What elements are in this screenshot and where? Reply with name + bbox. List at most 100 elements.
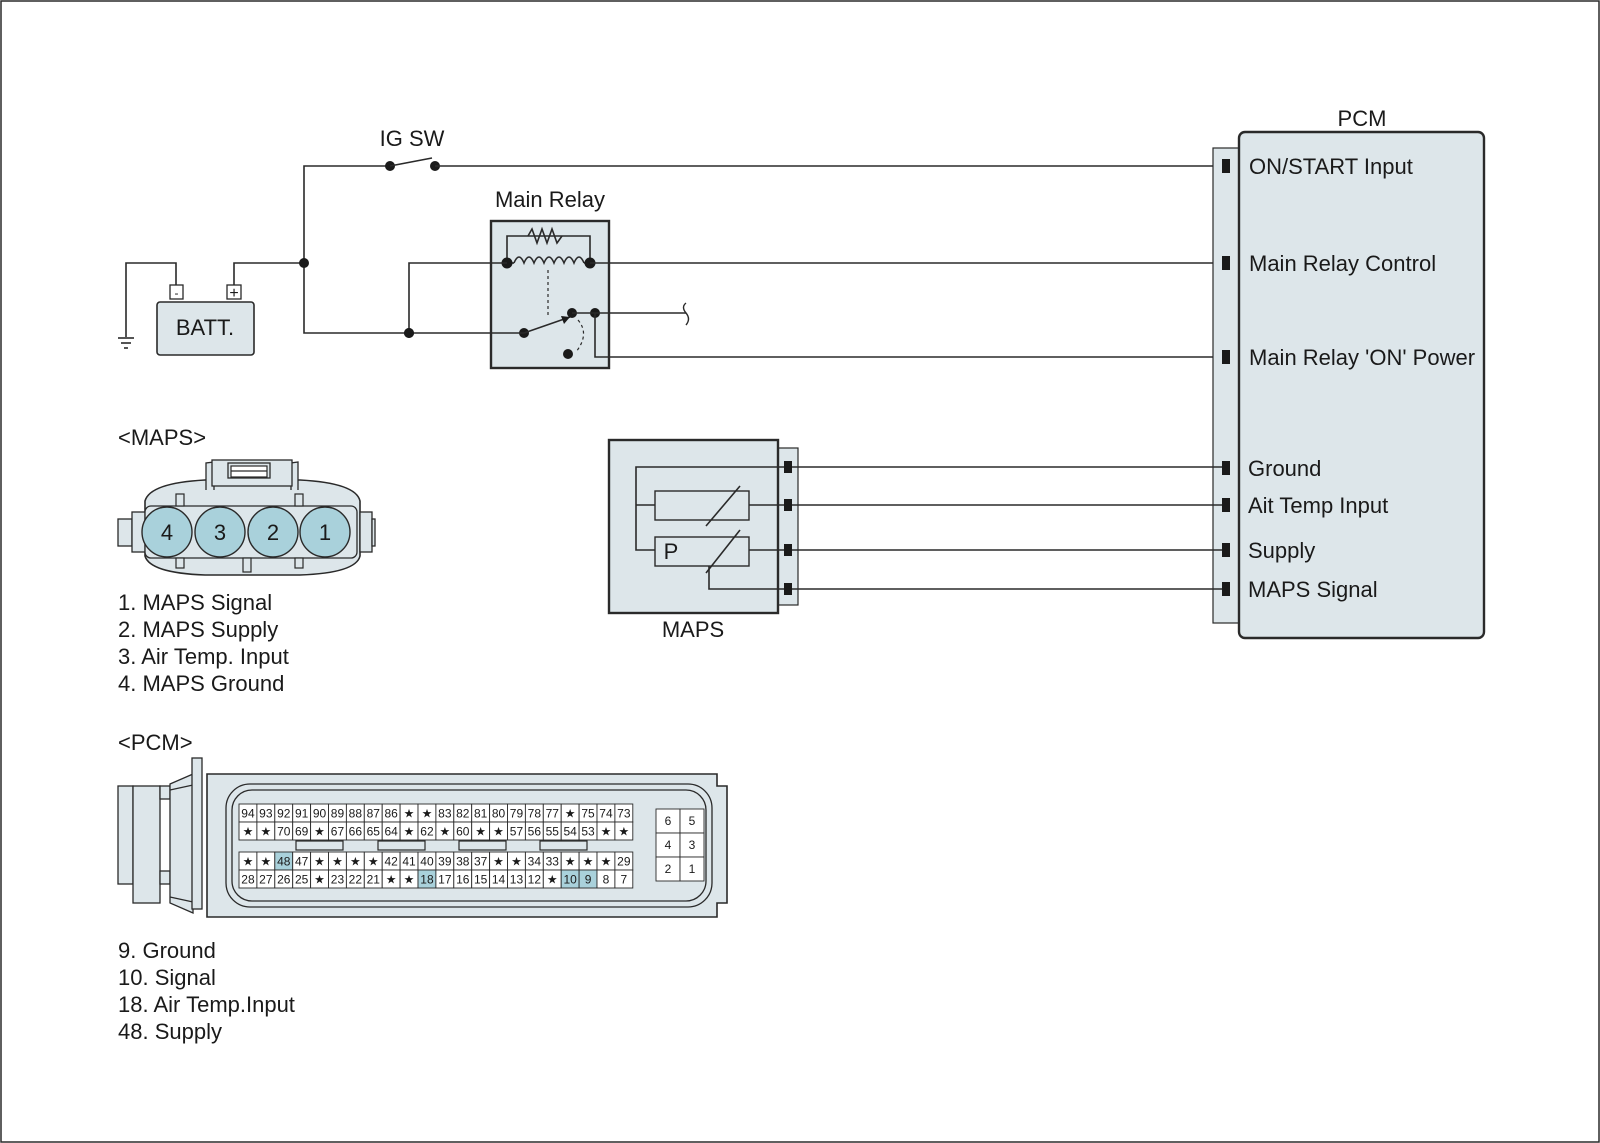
pcm-terminal-label: Ground bbox=[1248, 456, 1321, 481]
maps-legend-item: 2. MAPS Supply bbox=[118, 617, 278, 642]
pcm-pin-number: ★ bbox=[260, 825, 271, 839]
pcm-pin-number: 33 bbox=[546, 855, 560, 869]
pcm-pin-number: ★ bbox=[332, 855, 343, 869]
pcm-pin-number: 3 bbox=[689, 838, 696, 852]
pcm-pin-number: 6 bbox=[665, 814, 672, 828]
maps-p-label: P bbox=[664, 539, 679, 564]
pcm-pin-number: 82 bbox=[456, 807, 470, 821]
battery-label: BATT. bbox=[176, 315, 234, 340]
pcm-pin-number: 12 bbox=[528, 873, 542, 887]
pcm-legend-item: 48. Supply bbox=[118, 1019, 222, 1044]
pressure-sensor-element bbox=[654, 536, 750, 567]
main-relay-label: Main Relay bbox=[495, 187, 605, 212]
pcm-terminal-label: ON/START Input bbox=[1249, 154, 1413, 179]
pcm-pin-number: 55 bbox=[546, 825, 560, 839]
pcm-pin-number: 65 bbox=[367, 825, 381, 839]
maps-connector-pin bbox=[299, 506, 351, 558]
pcm-pin-number: 54 bbox=[563, 825, 577, 839]
pcm-terminal-label: Main Relay 'ON' Power bbox=[1249, 345, 1475, 370]
pcm-pin-number: ★ bbox=[314, 855, 325, 869]
pcm-pin-number: 22 bbox=[349, 873, 363, 887]
pcm-pin-number: ★ bbox=[493, 825, 504, 839]
pcm-pin-number: ★ bbox=[601, 855, 612, 869]
junction-dot bbox=[299, 258, 309, 268]
pcm-pin-number: 16 bbox=[456, 873, 470, 887]
pcm-legend-item: 10. Signal bbox=[118, 965, 216, 990]
wire-break-icon bbox=[682, 302, 690, 326]
pcm-pin-number: ★ bbox=[314, 825, 325, 839]
pcm-pin-number: 18 bbox=[420, 873, 434, 887]
pcm-pin-number: 90 bbox=[313, 807, 327, 821]
battery-plus-sign: + bbox=[229, 285, 238, 302]
maps-sensor: P MAPS bbox=[607, 438, 799, 642]
pcm-pin-number: 69 bbox=[295, 825, 309, 839]
pcm-pin-number: ★ bbox=[547, 873, 558, 887]
pcm-pin-number: ★ bbox=[404, 807, 415, 821]
pcm-pin-cell bbox=[614, 869, 634, 889]
pcm-pin-number: 89 bbox=[331, 807, 345, 821]
ig-sw-feed-wire bbox=[303, 165, 390, 263]
pcm-pin-number: 34 bbox=[528, 855, 542, 869]
pcm-pin-number: 92 bbox=[277, 807, 291, 821]
maps-terminal-pin bbox=[784, 461, 792, 473]
pcm-pin-number: 91 bbox=[295, 807, 309, 821]
pcm-pin-number: 78 bbox=[528, 807, 542, 821]
pcm-pin-number: ★ bbox=[618, 825, 629, 839]
ig-sw-label: IG SW bbox=[380, 126, 445, 151]
maps-connector-pin-number: 2 bbox=[267, 520, 279, 545]
pcm-pin-number: 37 bbox=[474, 855, 488, 869]
pcm-pin-number: ★ bbox=[243, 855, 254, 869]
pcm-pin-number: 57 bbox=[510, 825, 524, 839]
battery-minus-sign: - bbox=[175, 286, 179, 300]
pcm-label: PCM bbox=[1338, 106, 1387, 131]
pcm-pin-number: 86 bbox=[384, 807, 398, 821]
relay-coil-feed-wire bbox=[408, 262, 507, 333]
pcm-pin-number: 87 bbox=[367, 807, 381, 821]
pcm-pin-cell bbox=[655, 808, 681, 834]
pcm-pin-number: 23 bbox=[331, 873, 345, 887]
pcm-pin-number: 29 bbox=[617, 855, 631, 869]
relay-feed-wire bbox=[303, 263, 409, 334]
pcm-pin-number: ★ bbox=[565, 855, 576, 869]
pcm-terminal-pin bbox=[1222, 498, 1230, 512]
pcm-pin-number: 2 bbox=[665, 862, 672, 876]
pcm-pin-number: ★ bbox=[493, 855, 504, 869]
pcm-pin-number: 39 bbox=[438, 855, 452, 869]
pcm-terminal-pins bbox=[1222, 159, 1230, 596]
pcm-pin-number: ★ bbox=[601, 825, 612, 839]
relay-coil-icon bbox=[513, 256, 585, 266]
pcm-body bbox=[1237, 130, 1486, 640]
pcm-pin-number: 40 bbox=[420, 855, 434, 869]
pcm-pin-number: 73 bbox=[617, 807, 631, 821]
pcm-pin-number: 7 bbox=[621, 873, 628, 887]
pcm-pin-number: ★ bbox=[368, 855, 379, 869]
pcm-pin-number: 79 bbox=[510, 807, 524, 821]
maps-connector-title: <MAPS> bbox=[118, 425, 206, 450]
maps-connector-pin bbox=[194, 506, 246, 558]
pcm-pin-number: 28 bbox=[241, 873, 255, 887]
maps-pcm-wires bbox=[792, 466, 1222, 590]
pcm-pin-number: 88 bbox=[349, 807, 363, 821]
pcm-pin-number: 14 bbox=[492, 873, 506, 887]
battery: BATT. - + bbox=[156, 284, 255, 356]
maps-connector-pin-number: 1 bbox=[319, 520, 331, 545]
main-relay-on-power-wire bbox=[594, 313, 1222, 358]
pcm-pin-number: ★ bbox=[583, 855, 594, 869]
maps-terminal-pins bbox=[784, 461, 792, 595]
maps-terminal-pin bbox=[784, 583, 792, 595]
pcm-pin-number: 53 bbox=[581, 825, 595, 839]
pcm-pin-number: 4 bbox=[665, 838, 672, 852]
pcm-pin-number: 21 bbox=[367, 873, 381, 887]
pcm-pin-number: 48 bbox=[277, 855, 291, 869]
battery-body bbox=[156, 301, 255, 356]
pcm-pin-number: 26 bbox=[277, 873, 291, 887]
pcm-pin-number: ★ bbox=[404, 825, 415, 839]
